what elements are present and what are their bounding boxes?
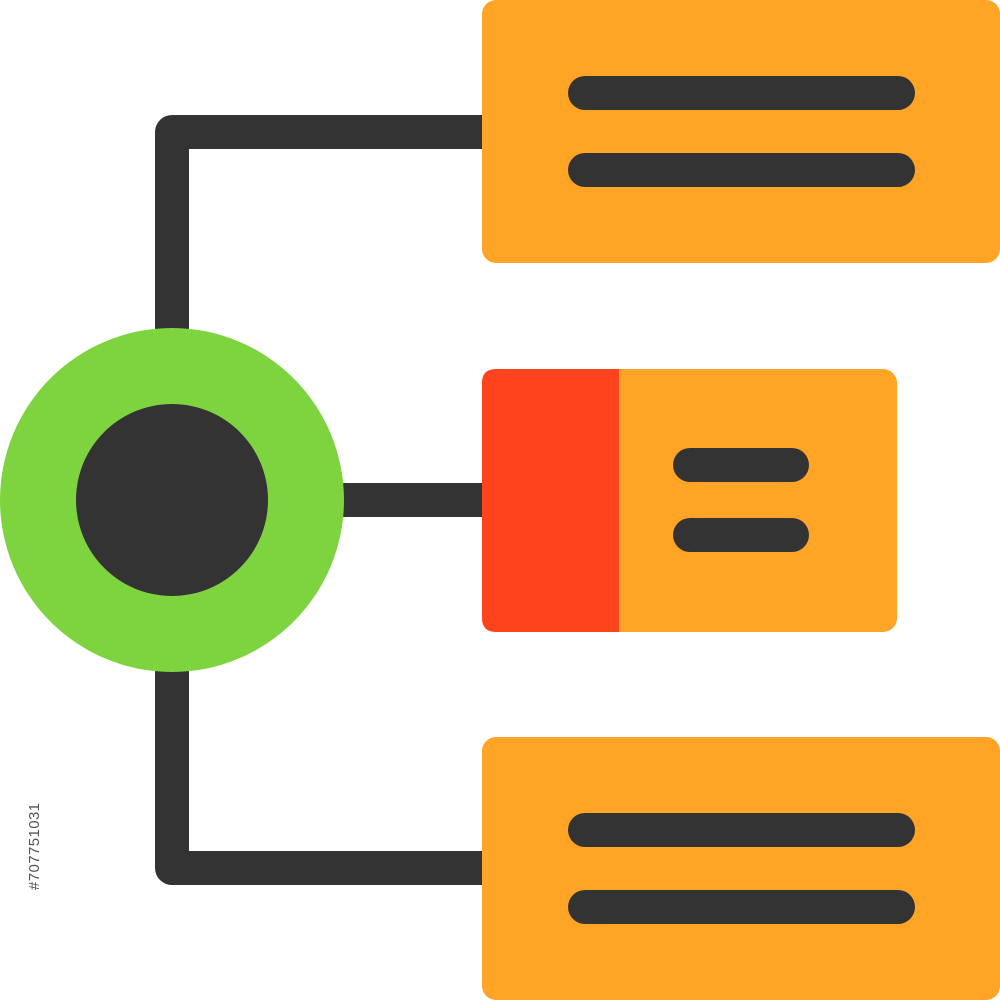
root-node-core <box>76 404 268 596</box>
card-bottom-body <box>482 737 1000 1000</box>
card-top <box>482 0 1000 263</box>
stock-id-label: #707751031 <box>26 802 43 890</box>
connector-lines <box>155 115 490 885</box>
card-middle-accent <box>482 369 619 632</box>
card-middle <box>482 369 897 632</box>
connector-top <box>155 115 490 340</box>
connector-bottom <box>155 660 490 885</box>
root-node <box>0 328 344 672</box>
card-bottom <box>482 737 1000 1000</box>
card-top-body <box>482 0 1000 263</box>
